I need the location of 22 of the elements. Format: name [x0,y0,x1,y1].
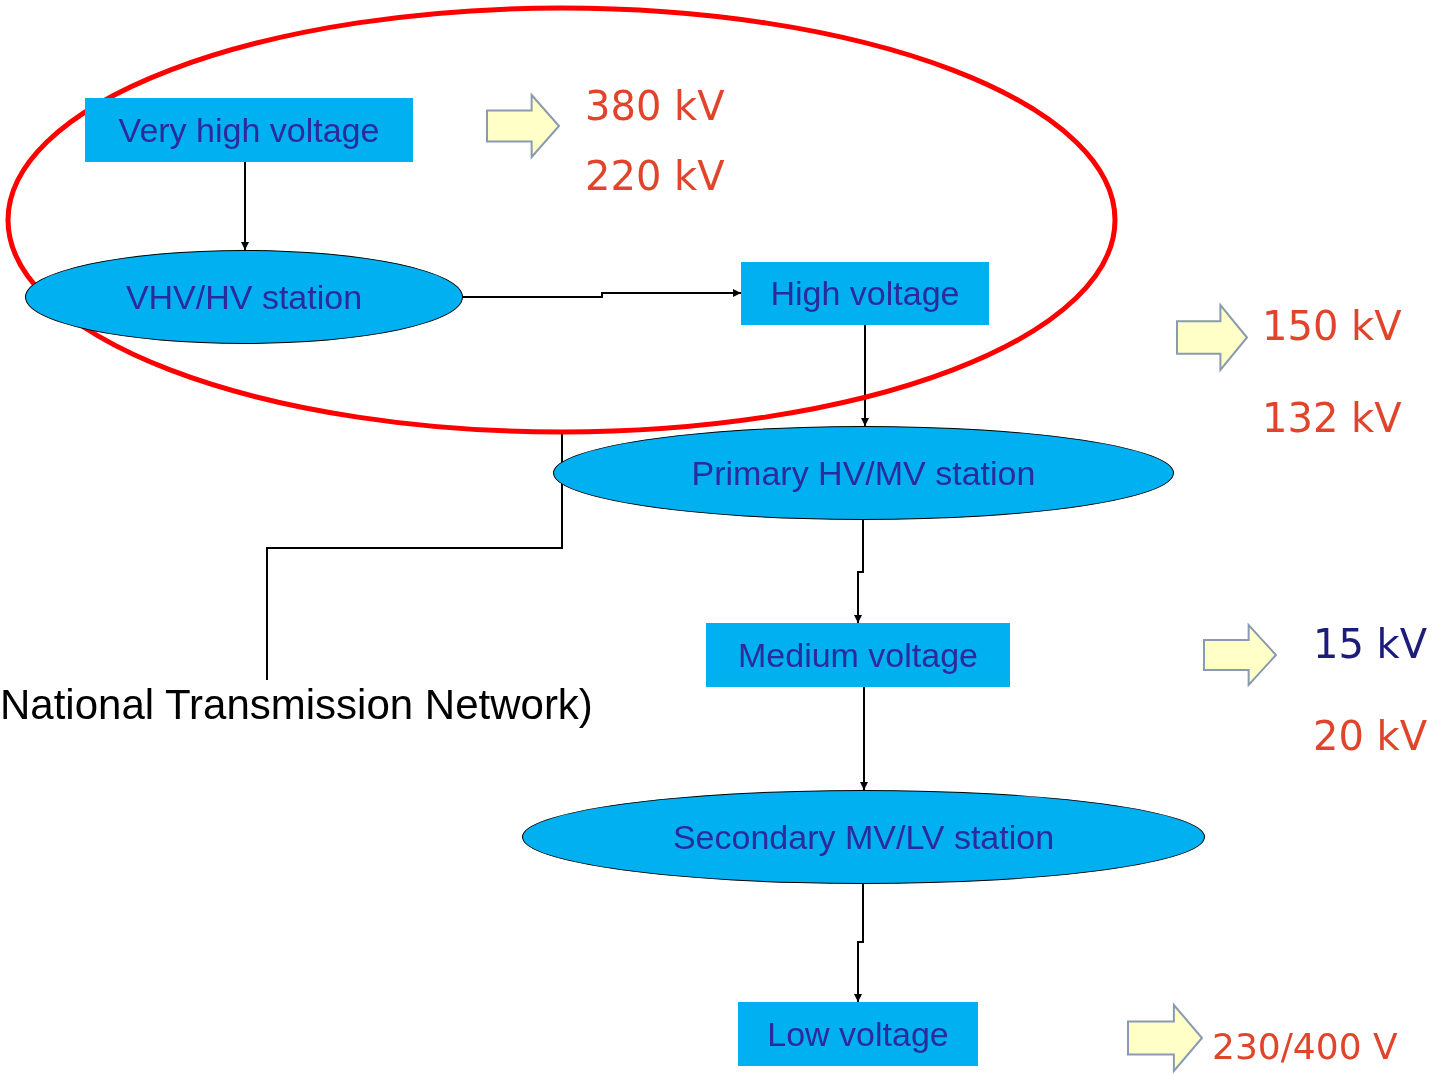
voltage-level-box: Low voltage [738,1002,978,1066]
voltage-level-box: Medium voltage [706,623,1010,687]
voltage-value: 132 kV [1262,394,1402,443]
arrow [854,519,864,624]
station-ellipse: Primary HV/MV station [553,426,1174,520]
outline-ellipse [5,5,1118,435]
voltage-value: 380 kV [585,82,725,131]
voltage-value: 150 kV [1262,302,1402,351]
voltage-value: 20 kV [1313,712,1428,761]
arrow [462,289,742,298]
arrow [241,161,249,251]
arrow [860,686,868,791]
voltage-level-box: Very high voltage [85,98,413,162]
network-caption: National Transmission Network) [0,680,593,730]
voltage-level-box: High voltage [741,262,989,325]
station-ellipse: Secondary MV/LV station [522,790,1205,884]
voltage-value: 230/400 V [1212,1025,1398,1069]
voltage-value: 15 kV [1313,620,1428,669]
arrow [854,883,864,1003]
voltage-value: 220 kV [585,152,725,201]
arrow [861,324,869,427]
leader-line [266,431,563,681]
